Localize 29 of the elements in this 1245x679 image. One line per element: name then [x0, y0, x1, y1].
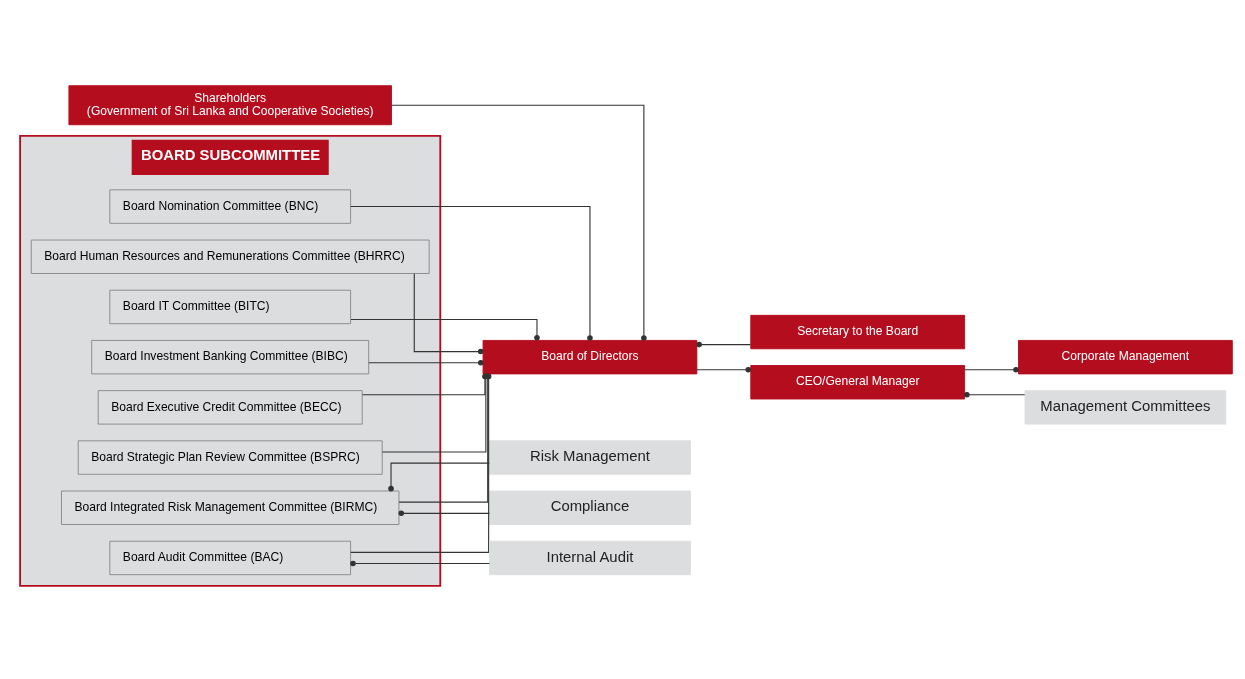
- node-box: Board Audit Committee (BAC): [109, 540, 352, 576]
- node-box: Board Human Resources and Remunerations Committee (BHRRC): [30, 239, 430, 274]
- connector: [696, 366, 751, 373]
- node-box: Board Integrated Risk Management Committee (BIRMC): [61, 490, 400, 525]
- connector: [413, 273, 484, 355]
- node-box: Board IT Committee (BITC): [109, 289, 352, 325]
- connector: [696, 341, 751, 348]
- connector: [964, 366, 1019, 373]
- connector: [350, 318, 540, 341]
- node-box: Board Executive Credit Committee (BECC): [97, 390, 363, 425]
- node-box: CEO/General Manager: [750, 365, 966, 400]
- node-box: Compliance: [489, 490, 691, 525]
- node-box: Board Investment Banking Committee (BIBC): [91, 339, 370, 375]
- node-box: Internal Audit: [489, 540, 691, 576]
- node-box: Secretary to the Board: [750, 314, 966, 350]
- node-box: Board Strategic Plan Review Committee (BSPRC): [77, 440, 383, 475]
- connector: [350, 560, 490, 567]
- node-box: Management Committees: [1024, 390, 1227, 425]
- connector: [388, 462, 490, 492]
- connector: [398, 510, 491, 517]
- node-box: Board Nomination Committee (BNC): [109, 189, 352, 224]
- node-box: Board of Directors: [482, 339, 698, 375]
- node-box: Risk Management: [489, 440, 691, 475]
- connector: [391, 104, 647, 341]
- connector: [368, 359, 484, 366]
- connector: [350, 206, 593, 341]
- connector: [964, 392, 1026, 398]
- node-box: Corporate Management: [1018, 339, 1233, 375]
- node-box: Shareholders (Government of Sri Lanka and Cooperative Societies): [68, 85, 392, 126]
